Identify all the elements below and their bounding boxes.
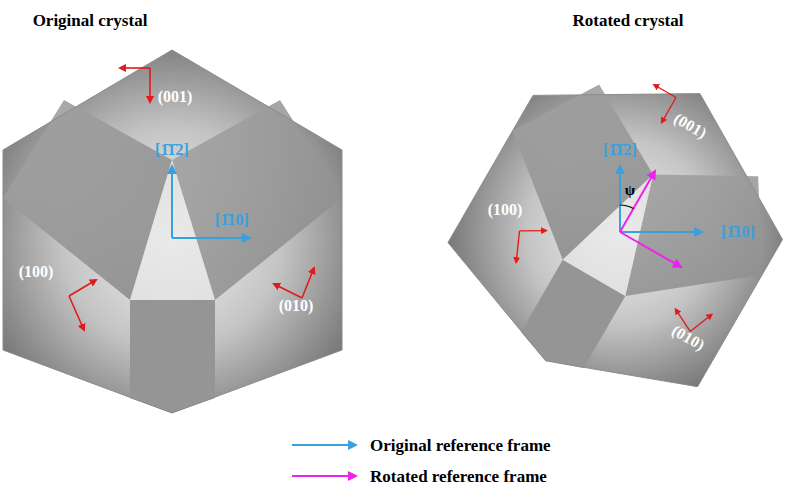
panel-title: Rotated crystal [573,12,684,29]
direction-label: [1̄1̄2] [603,142,637,158]
face-label: (001) [158,89,193,105]
legend-text: Original reference frame [370,437,551,454]
direction-label: [1̄1̄2] [155,142,189,158]
angle-symbol: ψ [625,183,635,198]
legend-text: Rotated reference frame [370,468,547,485]
direction-label: [1̄10] [215,212,249,228]
legend-arrow [292,475,356,477]
direction-label: [1̄10] [721,224,755,240]
legend-arrow [292,444,356,446]
face-label: (010) [279,298,314,314]
face-label: (100) [19,264,54,280]
panel-title: Original crystal [33,12,148,29]
face-label: (100) [488,202,523,218]
